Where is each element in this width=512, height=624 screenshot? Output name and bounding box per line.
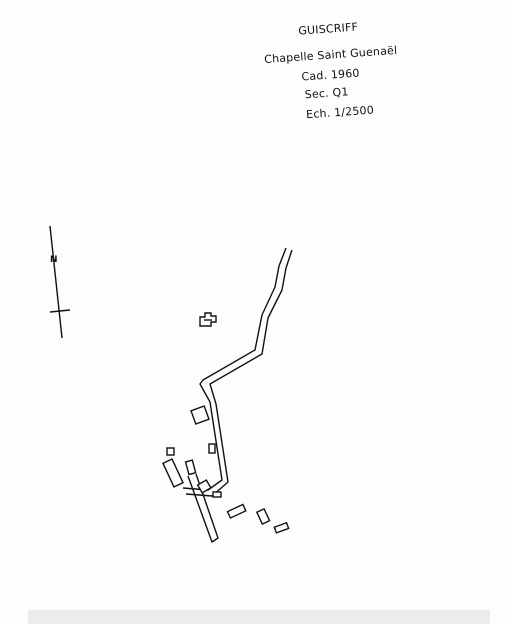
building	[208, 443, 216, 454]
building	[273, 521, 290, 534]
building	[162, 458, 184, 488]
north-arrow-shaft	[49, 225, 63, 339]
building	[190, 405, 210, 425]
building	[196, 479, 212, 494]
road	[182, 247, 293, 543]
scan-edge-strip	[28, 610, 490, 624]
building	[212, 491, 222, 498]
building	[226, 503, 247, 519]
buildings	[162, 405, 290, 534]
north-arrow: N	[49, 225, 71, 339]
building	[184, 459, 197, 476]
north-arrow-crossbar	[49, 309, 71, 313]
building	[255, 507, 271, 525]
chapel-building	[199, 312, 217, 327]
north-label: N	[50, 255, 58, 265]
building	[166, 447, 175, 456]
